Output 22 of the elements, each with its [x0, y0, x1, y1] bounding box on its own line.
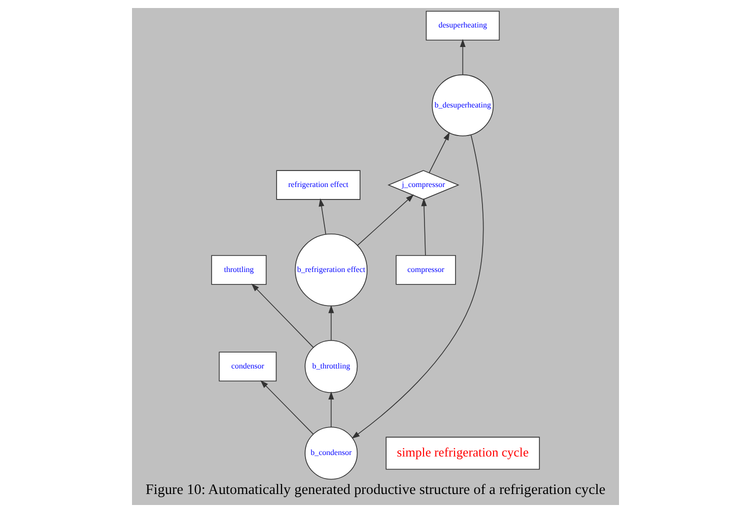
arrow: [459, 38, 466, 75]
node-box: desuperheating: [425, 10, 500, 41]
node-box: simple refrigeration cycle: [385, 436, 540, 470]
arrow: [420, 198, 426, 256]
node-box: throttling: [210, 255, 266, 285]
arrow: [260, 380, 314, 435]
arrow: [328, 305, 334, 341]
node-circle: b_desuperheating: [431, 74, 494, 136]
arrow: [428, 132, 450, 174]
caption: Figure 10: Automatically generated productive structure of a refrigeration cycle: [145, 482, 605, 498]
node-diamond: j_compressor: [387, 170, 459, 200]
node-circle: b_condensor: [304, 426, 358, 480]
node-box: compressor: [395, 255, 456, 285]
arrow: [351, 134, 484, 439]
arrow: [318, 198, 326, 235]
node-box: refrigeration effect: [276, 170, 360, 200]
arrow: [356, 194, 414, 246]
arrow: [250, 284, 314, 348]
arrow: [328, 391, 334, 428]
node-box: condensor: [218, 352, 276, 382]
node-circle: b_refrigeration effect: [294, 234, 368, 306]
node-circle: b_throttling: [304, 340, 358, 394]
